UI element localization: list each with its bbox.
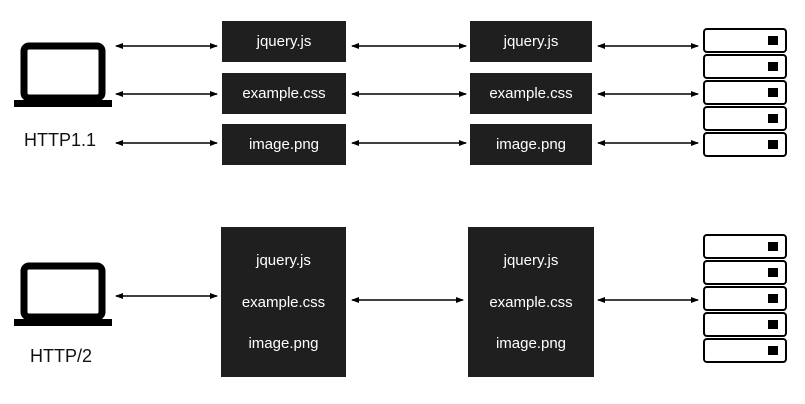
protocol-label-http1: HTTP1.1 [24, 130, 97, 150]
resource-label: jquery.js [256, 33, 312, 50]
server-rack-icon [703, 28, 787, 157]
protocol-label-http2: HTTP/2 [30, 346, 93, 366]
laptop-icon [14, 42, 112, 107]
resource-label: example.css [489, 85, 573, 102]
resource-box-jquery: jquery.js [222, 21, 346, 62]
resource-box-css: example.css [222, 73, 346, 114]
resource-label: example.css [241, 293, 326, 311]
server-rack-icon [703, 234, 787, 363]
resource-label: image.png [495, 136, 567, 153]
resource-box-css: example.css [470, 73, 592, 114]
resource-box-jquery: jquery.js [470, 21, 592, 62]
resource-box-image: image.png [470, 124, 592, 165]
multiplexed-box: jquery.js example.css image.png [221, 227, 346, 377]
laptop-icon [14, 262, 112, 326]
resource-label: image.png [495, 335, 567, 353]
multiplexed-box: jquery.js example.css image.png [468, 227, 594, 377]
resource-label: jquery.js [256, 251, 311, 269]
resource-box-image: image.png [222, 124, 346, 165]
resource-label: jquery.js [503, 251, 559, 269]
resource-label: image.png [248, 335, 319, 353]
resource-label: example.css [242, 85, 326, 102]
resource-label: image.png [248, 136, 320, 153]
resource-label: example.css [489, 293, 573, 311]
resource-label: jquery.js [503, 33, 559, 50]
